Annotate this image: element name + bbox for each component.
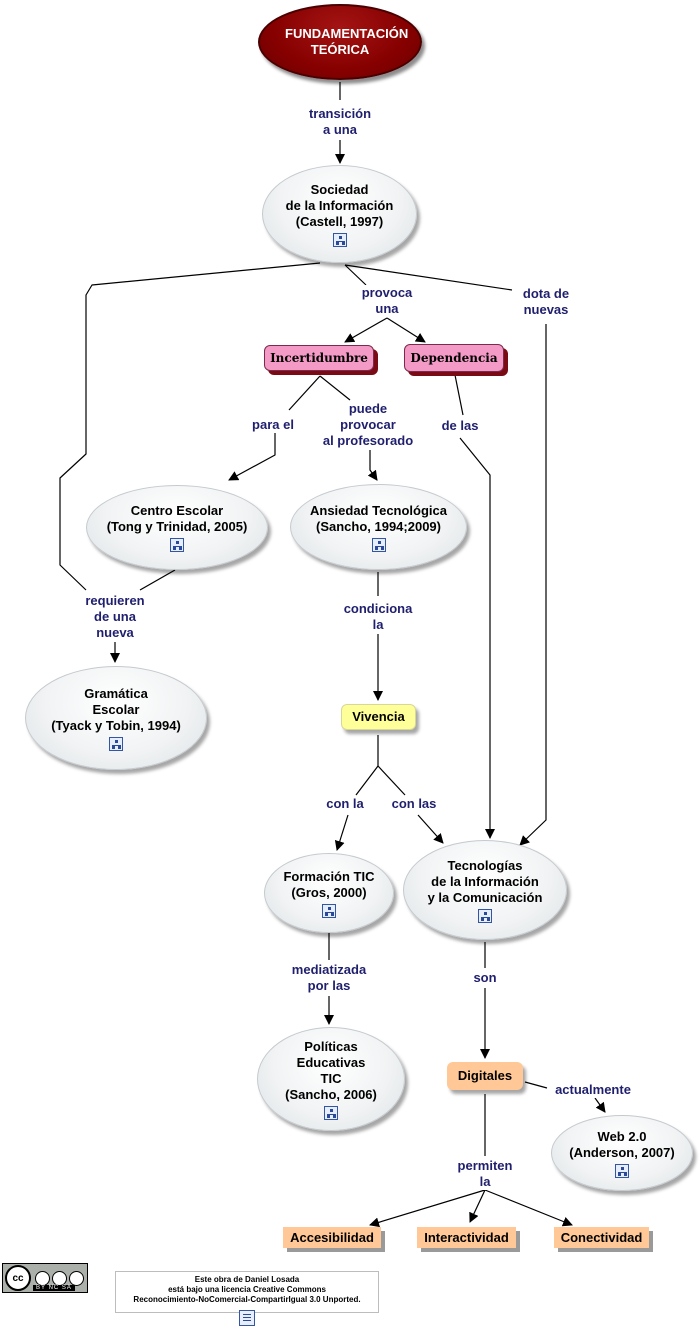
node-centro-escolar[interactable]: Centro Escolar (Tong y Trinidad, 2005) xyxy=(86,485,268,570)
resource-icon[interactable] xyxy=(109,736,123,751)
node-formacion-tic[interactable]: Formación TIC (Gros, 2000) xyxy=(264,853,394,933)
node-dependencia[interactable]: Dependencia xyxy=(404,344,504,372)
title-node[interactable]: FUNDAMENTACIÓN TEÓRICA xyxy=(258,4,422,80)
resource-icon[interactable] xyxy=(322,903,336,918)
node-sociedad-informacion[interactable]: Sociedad de la Información (Castell, 199… xyxy=(262,165,417,263)
node-web-2-0[interactable]: Web 2.0 (Anderson, 2007) xyxy=(551,1115,693,1191)
node-vivencia[interactable]: Vivencia xyxy=(341,704,416,730)
by-icon xyxy=(35,1270,50,1286)
node-tecnologias-informacion[interactable]: Tecnologías de la Información y la Comun… xyxy=(403,840,567,940)
resource-icon[interactable] xyxy=(371,537,386,552)
node-interactividad[interactable]: Interactividad xyxy=(417,1227,516,1248)
node-ansiedad-tecnologica[interactable]: Ansiedad Tecnológica (Sancho, 1994;2009) xyxy=(290,484,467,570)
node-digitales[interactable]: Digitales xyxy=(447,1062,523,1090)
license-codes: BY NC SA xyxy=(33,1285,75,1291)
link-actualmente: actualmente xyxy=(553,1082,633,1098)
nc-icon xyxy=(52,1270,67,1286)
cc-license-icon[interactable]: cc BY NC SA xyxy=(2,1263,88,1293)
link-son: son xyxy=(471,970,499,986)
node-politicas-educativas[interactable]: Políticas Educativas TIC (Sancho, 2006) xyxy=(257,1027,405,1131)
resource-icon[interactable] xyxy=(478,908,492,923)
link-con-la: con la xyxy=(324,796,366,812)
license-note: Este obra de Daniel Losada está bajo una… xyxy=(115,1271,379,1313)
resource-icon[interactable] xyxy=(332,232,347,247)
node-accesibilidad[interactable]: Accesibilidad xyxy=(283,1227,381,1248)
document-icon[interactable] xyxy=(239,1310,255,1326)
cc-logo: cc xyxy=(5,1265,31,1291)
link-con-las: con las xyxy=(389,796,439,812)
node-conectividad[interactable]: Conectividad xyxy=(554,1227,649,1248)
node-gramatica-escolar[interactable]: Gramática Escolar (Tyack y Tobin, 1994) xyxy=(25,666,207,770)
resource-icon[interactable] xyxy=(170,538,184,552)
node-incertidumbre[interactable]: Incertidumbre xyxy=(264,345,374,371)
link-de-las: de las xyxy=(439,418,481,434)
sa-icon xyxy=(69,1270,84,1286)
resource-icon[interactable] xyxy=(615,1163,629,1178)
title-text: FUNDAMENTACIÓN TEÓRICA xyxy=(285,26,409,57)
link-para-el: para el xyxy=(250,417,296,433)
resource-icon[interactable] xyxy=(324,1105,338,1120)
